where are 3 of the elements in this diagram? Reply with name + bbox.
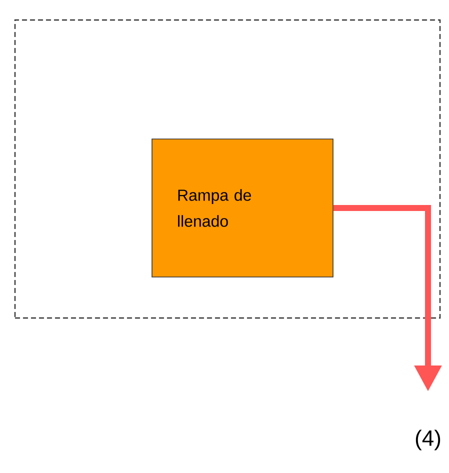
dashed-frame <box>14 19 441 319</box>
step-number: (4) <box>416 430 440 450</box>
process-box: Rampa de llenado <box>152 138 334 278</box>
